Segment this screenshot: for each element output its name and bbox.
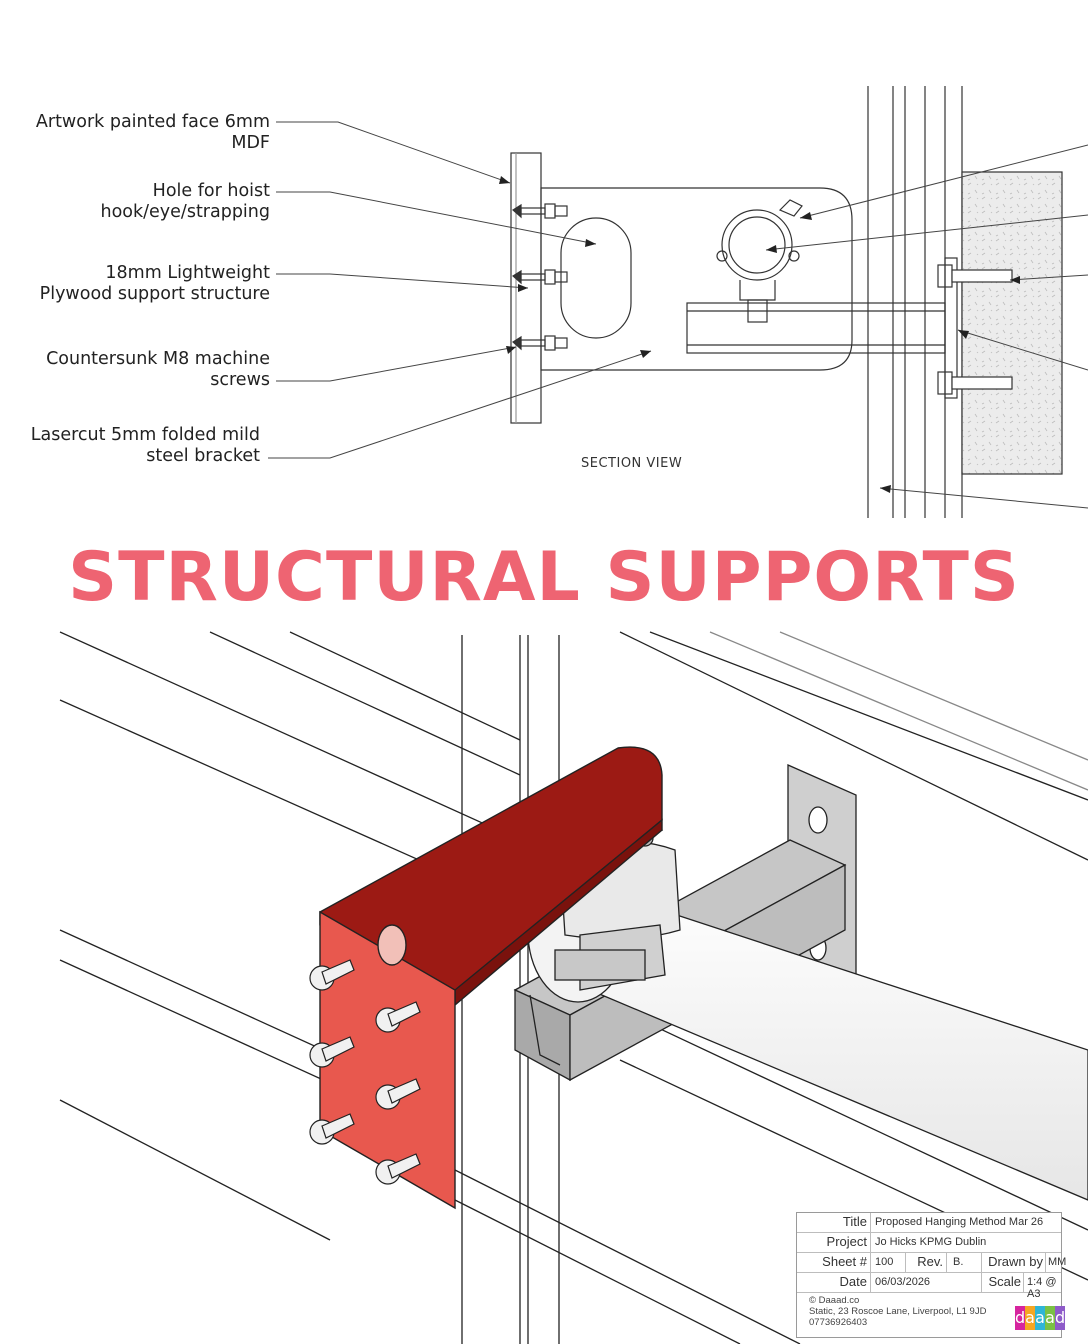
logo-letter-1: d bbox=[1015, 1306, 1025, 1330]
date-value: 06/03/2026 bbox=[875, 1276, 931, 1288]
callout-bracket-line1: Lasercut 5mm folded mild bbox=[30, 425, 260, 445]
callout-plywood-line1: 18mm Lightweight bbox=[105, 263, 270, 283]
callout-artwork-face-line2: MDF bbox=[231, 133, 270, 153]
project-label: Project bbox=[826, 1234, 867, 1249]
steel-bracket-iso bbox=[319, 746, 663, 1210]
date-row: Date 06/03/2026 Scale 1:4 @ A3 bbox=[797, 1273, 1061, 1300]
scale-value: 1:4 @ A3 bbox=[1027, 1276, 1057, 1300]
rev-value: B. bbox=[953, 1256, 964, 1268]
phone-text: 07736926403 bbox=[809, 1317, 868, 1328]
callout-hoist-hole-line2: hook/eye/strapping bbox=[100, 202, 271, 222]
callout-plywood-line2: Plywood support structure bbox=[39, 284, 270, 304]
callout-screws-line1: Countersunk M8 machine bbox=[46, 349, 270, 369]
callout-artwork-face: Artwork painted face 6mm MDF bbox=[36, 112, 270, 154]
sheet-row: Sheet # 100 Rev. B. Drawn by MM bbox=[797, 1253, 1066, 1273]
callout-bracket: Lasercut 5mm folded mild steel bracket bbox=[31, 425, 260, 467]
copyright-text: © Daaad.co bbox=[809, 1295, 860, 1306]
scale-label: Scale bbox=[988, 1274, 1021, 1289]
sheet-value: 100 bbox=[875, 1256, 894, 1268]
section-view-label: SECTION VIEW bbox=[581, 456, 683, 471]
callout-artwork-face-line1: Artwork painted face 6mm bbox=[35, 112, 270, 132]
screws-iso bbox=[309, 959, 421, 1185]
pipe-clamp bbox=[721, 209, 793, 281]
date-label: Date bbox=[839, 1274, 867, 1289]
callout-screws: Countersunk M8 machine screws bbox=[46, 349, 270, 391]
daaad-logo: d a a a d bbox=[1015, 1306, 1065, 1330]
callout-bracket-line2: steel bracket bbox=[146, 446, 260, 466]
logo-letter-5: d bbox=[1055, 1306, 1065, 1330]
screws-section bbox=[511, 203, 568, 351]
project-value: Jo Hicks KPMG Dublin bbox=[875, 1236, 987, 1248]
callout-plywood: 18mm Lightweight Plywood support structu… bbox=[40, 263, 270, 305]
title-row: Title Proposed Hanging Method Mar 26 bbox=[797, 1213, 1061, 1233]
sheet-label: Sheet # bbox=[822, 1254, 867, 1269]
rev-label: Rev. bbox=[917, 1254, 943, 1269]
drawn-by-label: Drawn by bbox=[988, 1254, 1043, 1269]
title-value: Proposed Hanging Method Mar 26 bbox=[875, 1216, 1044, 1228]
hoist-hole bbox=[560, 217, 632, 339]
address-text: Static, 23 Roscoe Lane, Liverpool, L1 9J… bbox=[809, 1306, 987, 1317]
logo-letter-2: a bbox=[1025, 1306, 1035, 1330]
callout-hoist-hole-line1: Hole for hoist bbox=[152, 181, 270, 201]
callout-hoist-hole: Hole for hoist hook/eye/strapping bbox=[101, 181, 271, 223]
logo-letter-4: a bbox=[1045, 1306, 1055, 1330]
drawn-by-value: MM bbox=[1048, 1256, 1067, 1268]
title-label: Title bbox=[842, 1214, 867, 1229]
logo-letter-3: a bbox=[1035, 1306, 1045, 1330]
page-title: STRUCTURAL SUPPORTS bbox=[68, 538, 1020, 617]
title-block: Title Proposed Hanging Method Mar 26 Pro… bbox=[796, 1212, 1066, 1338]
callout-screws-line2: screws bbox=[210, 370, 270, 390]
concrete-wall bbox=[961, 171, 1063, 475]
section-view-drawing bbox=[268, 86, 1088, 518]
title-block-footer: © Daaad.co Static, 23 Roscoe Lane, Liver… bbox=[809, 1295, 986, 1328]
project-row: Project Jo Hicks KPMG Dublin bbox=[797, 1233, 1061, 1253]
plywood-support bbox=[540, 187, 853, 371]
